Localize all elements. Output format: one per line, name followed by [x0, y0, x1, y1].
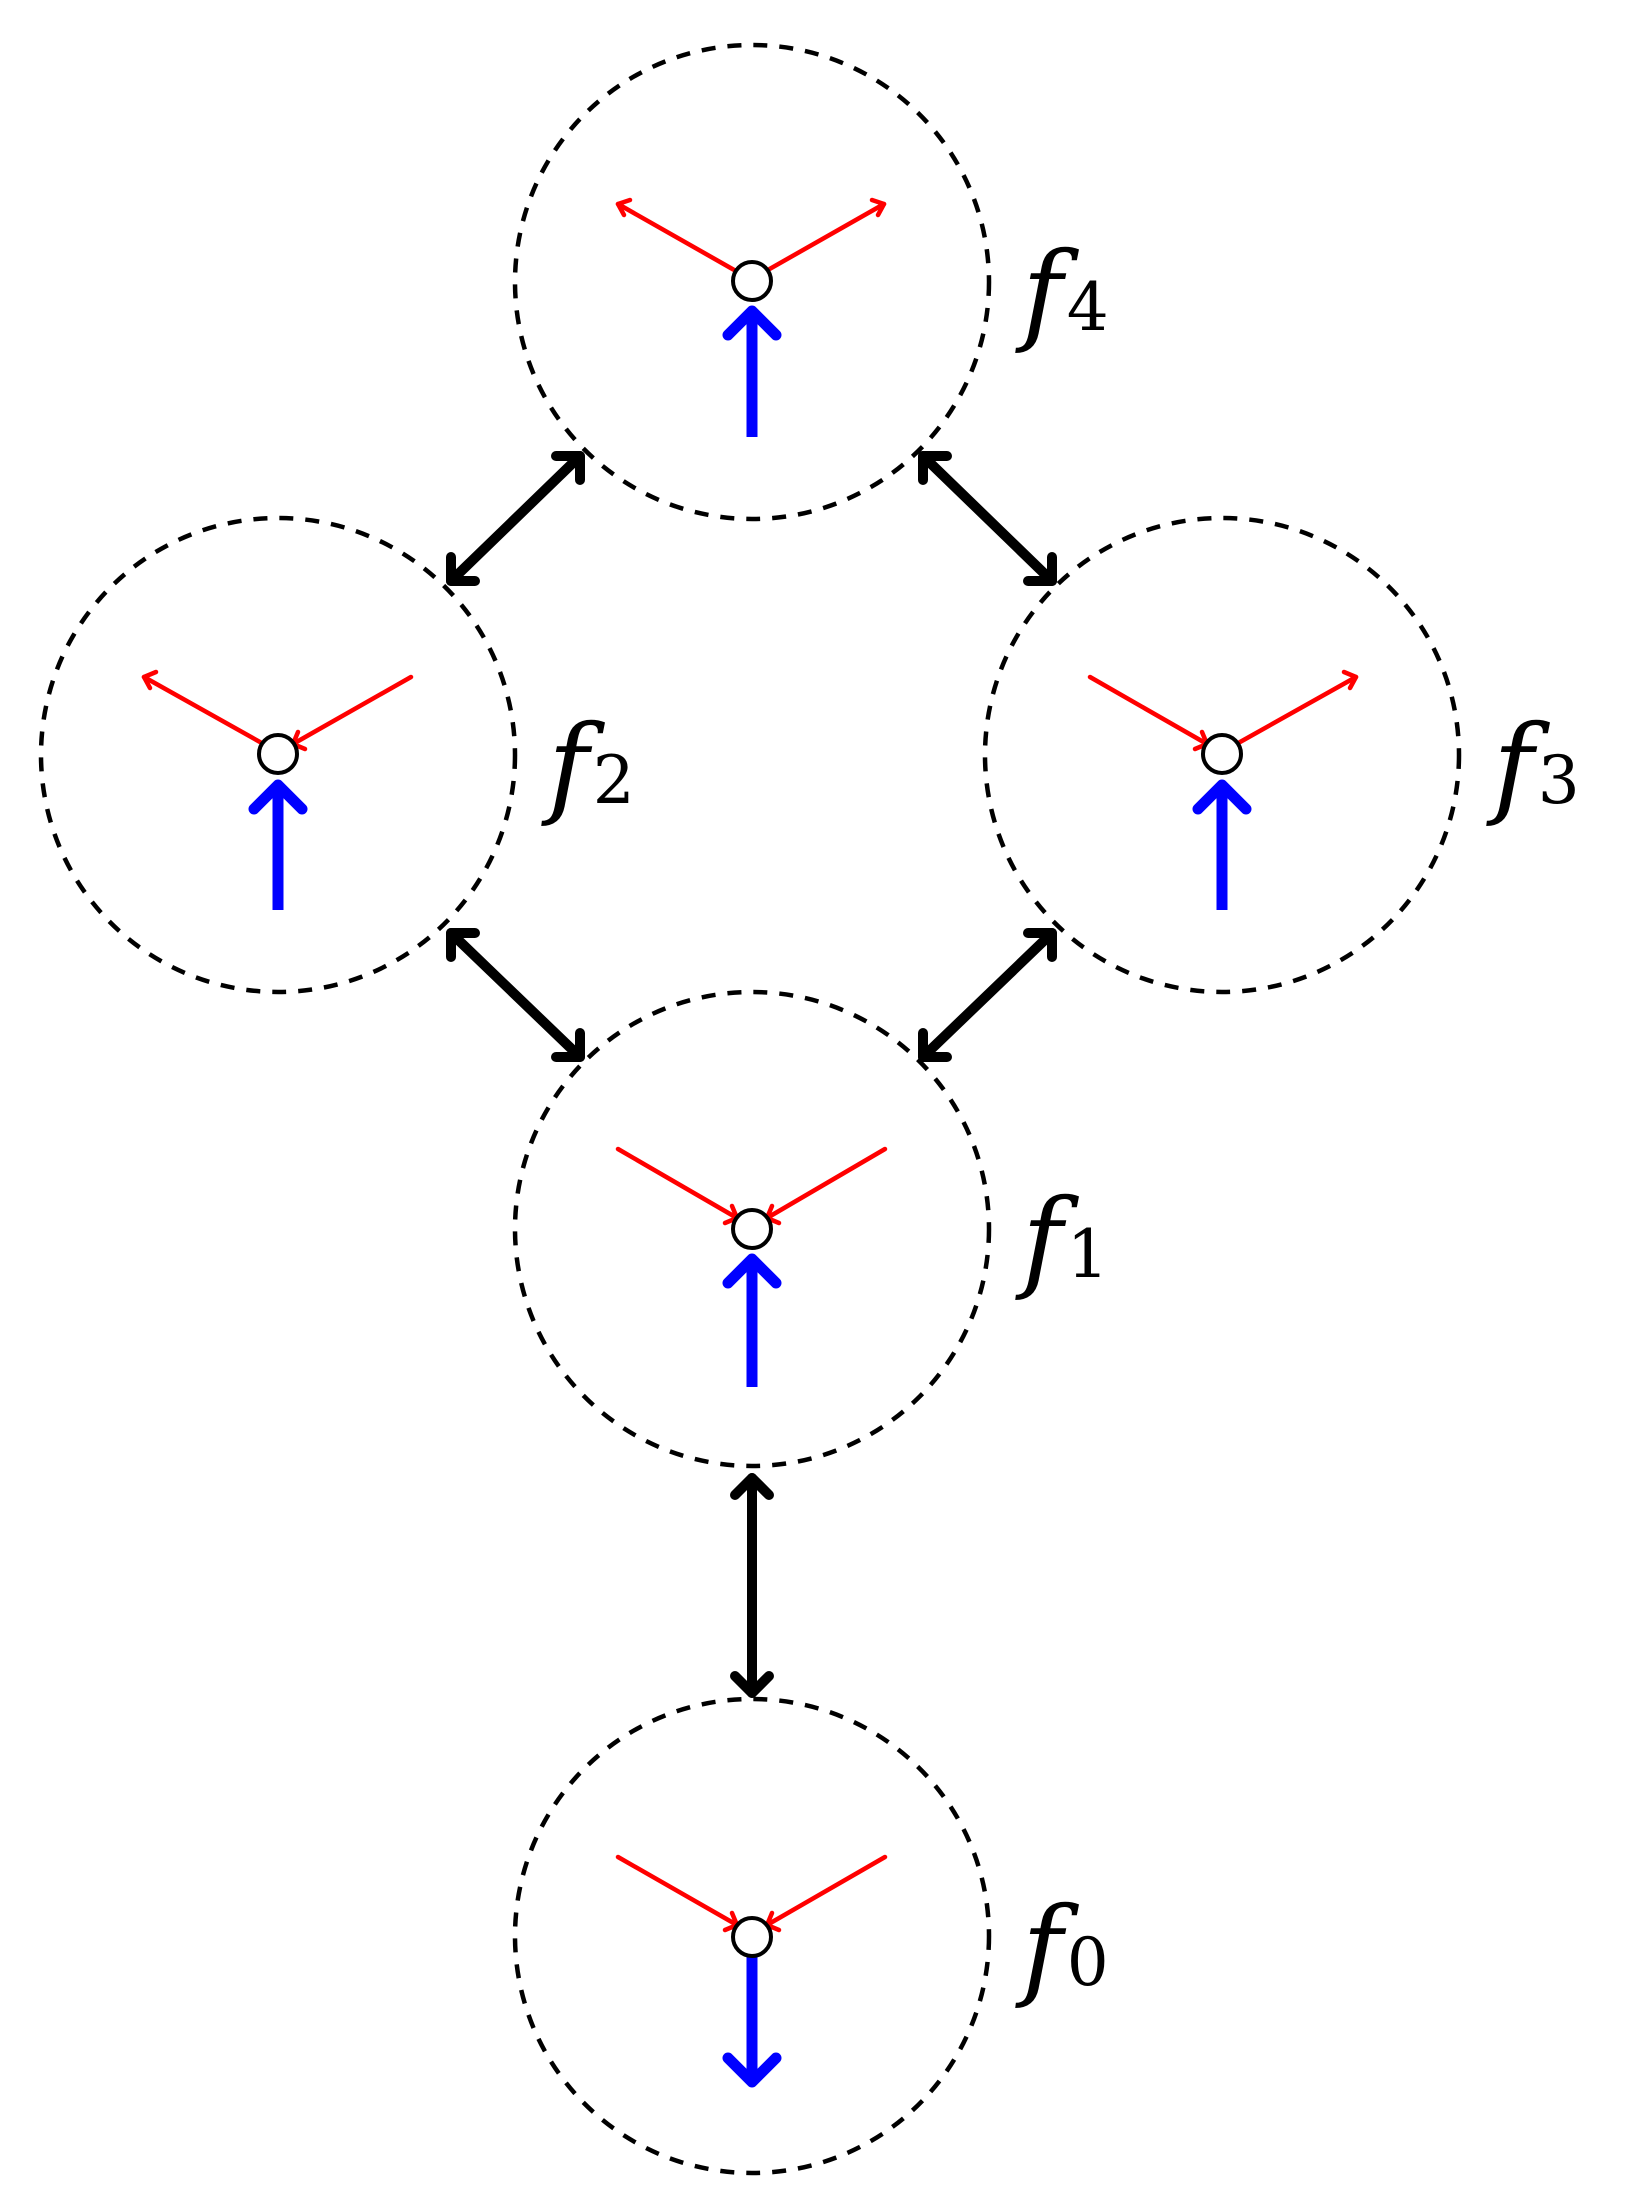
module-f1-red-arrow-left: [615, 1146, 740, 1221]
module-f0-label: f0: [1015, 1883, 1109, 2011]
module-f0-red-arrow-left: [615, 1854, 740, 1928]
module-f0-boundary: [512, 1696, 992, 2176]
module-f1-label-subscript: 1: [1067, 1216, 1109, 1293]
link-f0-f1-head-top: [730, 1473, 774, 1500]
link-f3-f4: [918, 451, 1057, 586]
module-f4-red-arrowhead-right: [869, 197, 887, 218]
module-f3-red-arrowhead-right: [1341, 669, 1359, 691]
link-f1-f2-head-top: [446, 928, 480, 962]
link-f1-f2-shaft: [446, 928, 585, 1062]
link-f1-f2-head-bottom: [551, 1028, 585, 1062]
module-f2-red-arrow-right: [290, 674, 414, 747]
module-f3-label: f3: [1486, 701, 1580, 829]
module-f2-label-subscript: 2: [593, 742, 635, 819]
module-f3-label-subscript: 3: [1538, 742, 1580, 819]
module-f1-label: f1: [1015, 1175, 1109, 1303]
module-f4-boundary: [512, 42, 992, 522]
link-f1-f3: [918, 928, 1057, 1062]
link-f2-f4-head-bottom: [446, 552, 480, 586]
link-f1-f3-head-top: [1023, 928, 1057, 962]
module-f3-node: [1201, 733, 1243, 775]
module-f0-red-arrow-right: [764, 1854, 888, 1928]
module-f2-node: [257, 733, 299, 775]
link-f3-f4-head-bottom: [1023, 552, 1057, 586]
module-f1-blue-arrowhead: [722, 1253, 782, 1289]
link-f3-f4-head-top: [918, 451, 952, 485]
module-f4-red-arrow-right: [749, 201, 887, 282]
module-f2-label: f2: [541, 701, 635, 829]
module-f3-red-arrow-right: [1221, 674, 1359, 754]
module-f1: f1: [512, 989, 1109, 1469]
module-f3-blue-arrowhead: [1192, 779, 1252, 815]
module-f0-blue-arrowhead: [722, 2052, 782, 2088]
module-f1-red-arrow-right: [764, 1146, 888, 1221]
module-f0: f0: [512, 1696, 1109, 2176]
module-f2-boundary: [38, 515, 518, 995]
link-f1-f3-head-bottom: [918, 1028, 952, 1062]
link-f1-f3-shaft: [918, 928, 1057, 1062]
link-f2-f4-head-top: [551, 451, 585, 485]
link-f0-f1: [730, 1473, 774, 1698]
module-f0-node: [731, 1916, 773, 1958]
module-f3-red-arrow-left: [1087, 674, 1210, 747]
module-f4-node: [731, 260, 773, 302]
link-f2-f4-shaft: [446, 451, 585, 586]
module-f3-boundary: [982, 515, 1462, 995]
module-f4-label: f4: [1015, 228, 1109, 356]
link-f2-f4: [446, 451, 585, 586]
module-f2: f2: [38, 515, 635, 995]
module-f3: f3: [982, 515, 1580, 995]
module-f2-blue-arrowhead: [248, 779, 308, 815]
module-f4-red-arrow-left: [615, 201, 753, 282]
module-f4-label-subscript: 4: [1067, 269, 1109, 346]
module-f2-red-arrow-left: [141, 674, 279, 754]
link-f0-f1-head-bottom: [730, 1671, 774, 1698]
link-f3-f4-shaft: [918, 451, 1057, 586]
module-f0-label-subscript: 0: [1067, 1924, 1109, 2001]
module-f4-blue-arrowhead: [722, 305, 782, 341]
module-f2-red-arrowhead-left: [141, 669, 159, 691]
link-f1-f2: [446, 928, 585, 1062]
module-f1-node: [731, 1208, 773, 1250]
module-f1-boundary: [512, 989, 992, 1469]
module-f4-red-arrowhead-left: [615, 197, 633, 218]
module-f4: f4: [512, 42, 1109, 522]
